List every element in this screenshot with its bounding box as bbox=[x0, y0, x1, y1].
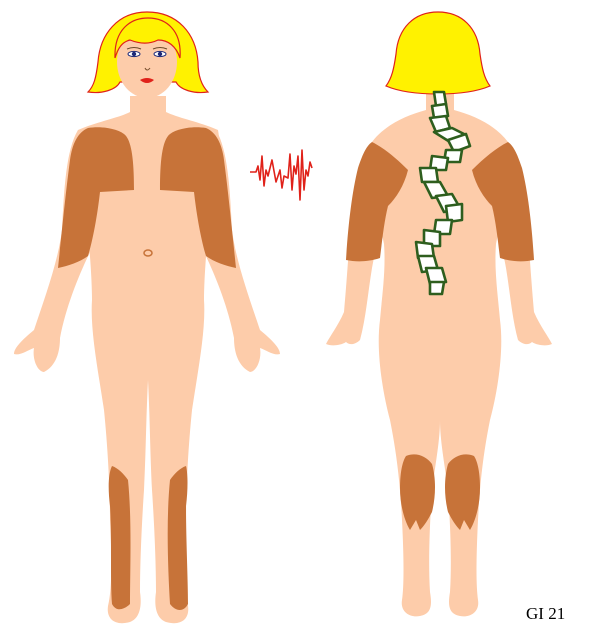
pulse-wave-icon bbox=[250, 150, 312, 200]
figure-code-label: GI 21 bbox=[526, 604, 565, 624]
front-figure bbox=[14, 12, 280, 623]
back-hair bbox=[386, 12, 490, 94]
front-right-shin-area bbox=[168, 466, 188, 610]
front-left-shin-area bbox=[109, 466, 131, 609]
back-figure bbox=[326, 12, 552, 616]
